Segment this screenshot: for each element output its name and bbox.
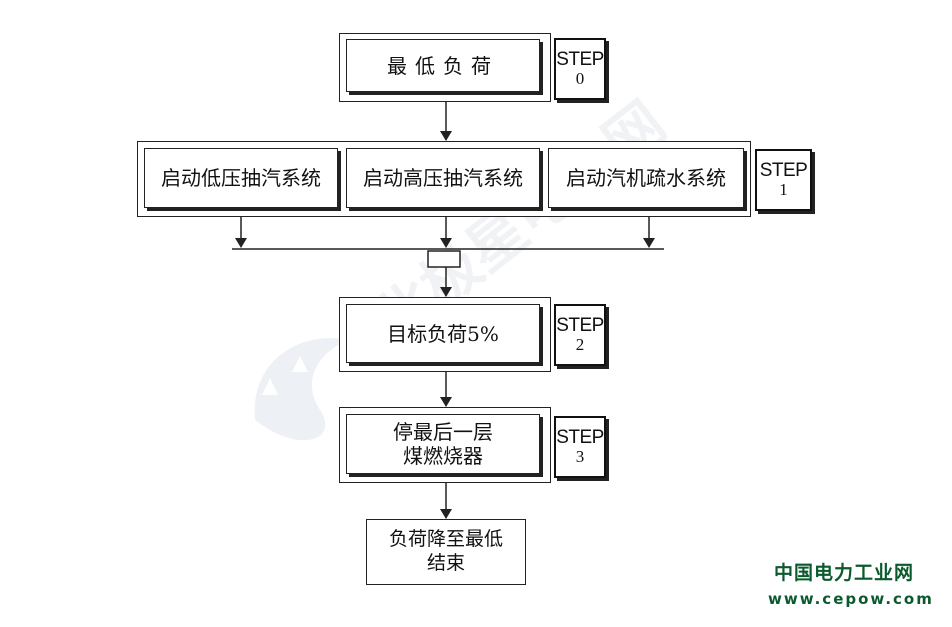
step0-box: 最低负荷 (346, 39, 540, 92)
step3-label-line2: 煤燃烧器 (403, 444, 483, 468)
step3-box: 停最后一层 煤燃烧器 (346, 414, 540, 474)
brand-watermark-name: 中国电力工业网 (774, 562, 915, 584)
arrowhead-step1 (440, 131, 452, 141)
step3-label-line1: 停最后一层 (393, 420, 493, 444)
step1-box-turbine-drain: 启动汽机疏水系统 (548, 148, 744, 208)
step1-box-high-pressure-label: 启动高压抽汽系统 (363, 166, 523, 190)
arrowhead-step3 (440, 397, 452, 407)
step2-badge-number: 2 (575, 335, 585, 355)
step2-badge: STEP 2 (554, 304, 606, 366)
step1-box-turbine-drain-label: 启动汽机疏水系统 (566, 166, 726, 190)
step2-badge-word: STEP (556, 315, 604, 337)
end-label-line2: 结束 (426, 552, 465, 574)
junction-box (427, 250, 461, 268)
step1-badge-word: STEP (759, 160, 808, 182)
step2-box: 目标负荷5% (346, 304, 540, 363)
step3-badge: STEP 3 (554, 416, 606, 478)
step2-label: 目标负荷5% (387, 321, 499, 346)
step0-label: 最低负荷 (387, 53, 499, 78)
arrowhead-drop-b (440, 238, 452, 248)
step3-badge-word: STEP (556, 427, 604, 449)
step1-box-low-pressure-label: 启动低压抽汽系统 (161, 166, 321, 190)
arrowhead-step2 (440, 287, 452, 297)
step0-badge: STEP 0 (554, 38, 606, 100)
step0-badge-word: STEP (556, 49, 604, 71)
step1-badge-number: 1 (779, 180, 788, 200)
step0-badge-number: 0 (575, 69, 585, 89)
arrowhead-end (440, 509, 452, 519)
step3-badge-number: 3 (575, 447, 585, 467)
step1-box-high-pressure: 启动高压抽汽系统 (346, 148, 540, 208)
arrowheads (235, 131, 655, 519)
brand-watermark-url: www.cepow.com (768, 590, 934, 608)
end-box: 负荷降至最低 结束 (366, 519, 526, 585)
arrowhead-drop-c (643, 238, 655, 248)
arrowhead-drop-a (235, 238, 247, 248)
step1-badge: STEP 1 (755, 149, 812, 211)
step1-box-low-pressure: 启动低压抽汽系统 (144, 148, 338, 208)
end-label-line1: 负荷降至最低 (388, 528, 503, 551)
